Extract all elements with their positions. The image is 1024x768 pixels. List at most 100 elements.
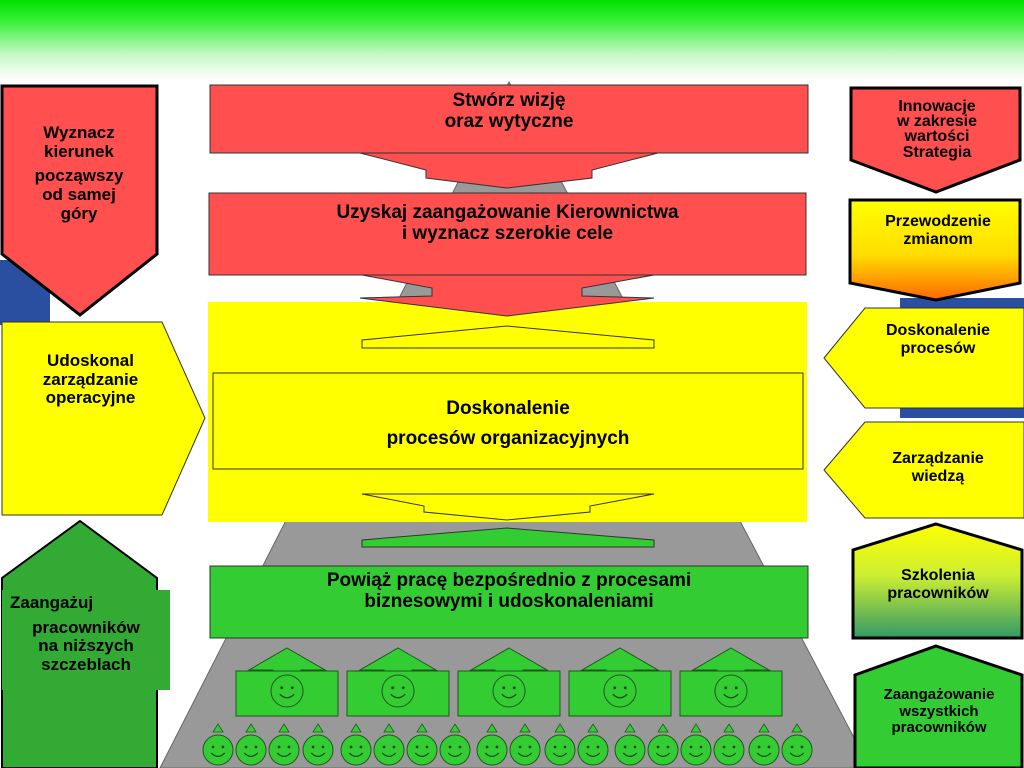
smiley-icon	[381, 674, 415, 708]
processes-line-1: Doskonalenie	[446, 398, 570, 419]
face-arrow	[245, 723, 257, 733]
process-arrow-top	[361, 325, 655, 349]
face-arrow	[486, 723, 498, 733]
face-arrow	[212, 723, 224, 733]
right-process-text: Doskonalenie procesów	[852, 322, 1024, 357]
smiley-icon	[340, 734, 372, 766]
face-arrow	[383, 723, 395, 733]
right-innovation-line-4: Strategia	[902, 143, 972, 161]
smiley-icon	[603, 674, 637, 708]
right-training-line-2: pracowników	[887, 584, 989, 602]
vision-box	[209, 84, 809, 154]
left-direction-line-4: od samej	[42, 185, 116, 205]
smiley-icon	[614, 734, 646, 766]
left-engage-line-4: szczeblach	[41, 655, 131, 675]
smiley-icon	[202, 734, 234, 766]
right-change-text: Przewodzenie zmianom	[852, 213, 1024, 248]
process-arrow-bottom	[361, 493, 655, 521]
commitment-line-2: i wyznacz szerokie cele	[401, 222, 614, 244]
right-innovation-line-2: w zakresie	[896, 113, 978, 131]
smiley-icon	[492, 674, 526, 708]
vision-line-1: Stwórz wizję	[452, 90, 566, 111]
smiley-icon	[748, 734, 780, 766]
right-training-text: Szkolenia pracowników	[853, 567, 1023, 602]
right-all-employees-shape	[853, 644, 1024, 768]
smiley-icon	[270, 674, 304, 708]
commitment-box	[208, 192, 807, 276]
smiley-icon	[544, 734, 576, 766]
right-innovation-line-1: Innowacje	[898, 98, 976, 115]
smiley-icon	[714, 674, 748, 708]
right-change-line-1: Przewodzenie	[885, 213, 991, 230]
smiley-icon	[577, 734, 609, 766]
left-operations-line-3: operacyjne	[45, 388, 136, 408]
smiley-icon	[439, 734, 471, 766]
smiley-icon	[406, 734, 438, 766]
right-innovation-shape	[849, 86, 1022, 194]
left-direction-line-3: począwszy	[34, 166, 124, 186]
face-arrow	[758, 723, 770, 733]
face-arrow	[350, 723, 362, 733]
left-operations-text: Udoskonal zarządzanie operacyjne	[8, 351, 173, 408]
team-box	[679, 670, 783, 717]
left-operations-line-2: zarządzanie	[42, 369, 139, 389]
employee-faces	[202, 723, 813, 766]
face-arrow	[657, 723, 669, 733]
face-arrow	[587, 723, 599, 733]
commitment-line-1: Uzyskaj zaangażowanie Kierownictwa	[336, 202, 679, 223]
left-direction-line-2: kierunek	[44, 141, 114, 161]
right-change-shape	[848, 198, 1022, 302]
team-arrows	[235, 647, 783, 717]
right-knowledge-text: Zarządzanie wiedzą	[852, 450, 1024, 485]
face-arrow	[554, 723, 566, 733]
face-arrow	[791, 723, 803, 733]
face-arrow	[690, 723, 702, 733]
commitment-arrow	[359, 274, 655, 317]
vision-line-2: oraz wytyczne	[444, 110, 574, 132]
face-arrow	[624, 723, 636, 733]
face-arrow	[449, 723, 461, 733]
smiley-icon	[235, 734, 267, 766]
smiley-icon	[509, 734, 541, 766]
smiley-icon	[476, 734, 508, 766]
face-arrow	[312, 723, 324, 733]
link-line-1: Powiąż pracę bezpośrednio z procesami	[326, 570, 692, 591]
left-direction-shape	[0, 84, 159, 317]
left-direction-line-1: Wyznacz	[43, 123, 115, 142]
processes-text: Doskonalenie procesów organizacyjnych	[213, 394, 803, 455]
process-box	[212, 372, 804, 470]
right-all-employees-line-1: Zaangażowanie	[883, 686, 995, 703]
left-engage-text: Zaangażuj pracowników na niższych szczeb…	[4, 593, 168, 675]
right-innovation-text: Innowacje w zakresie wartości Strategia	[853, 98, 1021, 161]
right-knowledge-line-2: wiedzą	[911, 467, 965, 485]
left-engage-line-2: pracowników	[32, 617, 140, 637]
vision-arrow	[359, 152, 659, 189]
link-text: Powiąż pracę bezpośrednio z procesami bi…	[210, 570, 808, 613]
face-arrow	[519, 723, 531, 733]
smiley-icon	[647, 734, 679, 766]
left-engage-line-1: Zaangażuj	[10, 593, 94, 612]
right-training-shape	[851, 522, 1024, 640]
right-knowledge-shape	[823, 421, 1024, 519]
link-arrow	[361, 527, 655, 548]
processes-line-2: procesów organizacyjnych	[386, 428, 630, 450]
smiley-icon	[781, 734, 813, 766]
left-engage-label-bg	[2, 590, 170, 690]
smiley-icon	[713, 734, 745, 766]
right-training-line-1: Szkolenia	[901, 567, 975, 584]
right-process-shape	[823, 307, 1024, 409]
left-operations-shape	[1, 321, 206, 516]
right-all-employees-line-3: pracowników	[891, 719, 987, 736]
left-direction-line-5: góry	[60, 203, 98, 223]
link-line-2: biznesowymi i udoskonaleniami	[364, 590, 654, 612]
smiley-icon	[680, 734, 712, 766]
smiley-icon	[302, 734, 334, 766]
face-arrow	[416, 723, 428, 733]
commitment-text: Uzyskaj zaangażowanie Kierownictwa i wyz…	[209, 202, 806, 245]
left-operations-line-1: Udoskonal	[47, 351, 134, 370]
smiley-icon	[373, 734, 405, 766]
smiley-icon	[268, 734, 300, 766]
vision-text: Stwórz wizję oraz wytyczne	[210, 90, 808, 133]
right-all-employees-text: Zaangażowanie wszystkich pracowników	[855, 686, 1023, 737]
face-arrow	[723, 723, 735, 733]
